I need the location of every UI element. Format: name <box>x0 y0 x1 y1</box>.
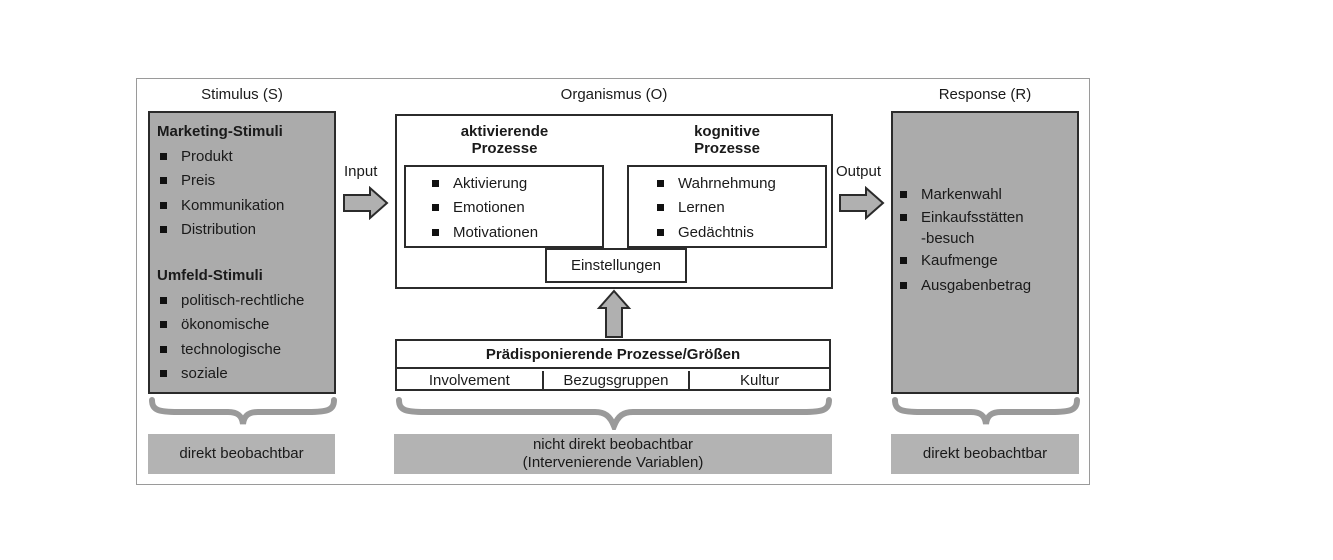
list-item: soziale <box>160 362 304 387</box>
output-arrow-icon <box>839 186 885 220</box>
aktivierende-box: Aktivierung Emotionen Motivationen <box>404 165 604 248</box>
list-item: technologische <box>160 337 304 362</box>
einstellungen-box: Einstellungen <box>545 248 687 283</box>
response-box: Markenwahl Einkaufsstätten-besuch Kaufme… <box>891 111 1079 394</box>
bullet-icon <box>900 257 907 265</box>
bullet-icon <box>160 345 167 353</box>
kognitive-box: Wahrnehmung Lernen Gedächtnis <box>627 165 827 248</box>
list-item: Emotionen <box>432 196 538 221</box>
list-item: Gedächtnis <box>657 220 776 245</box>
list-item: Preis <box>160 169 284 194</box>
praedisponierende-box: Prädisponierende Prozesse/Größen Involve… <box>395 339 831 391</box>
bullet-icon <box>160 152 167 160</box>
response-list: Markenwahl Einkaufsstätten-besuch Kaufme… <box>900 182 1031 298</box>
kognitive-list: Wahrnehmung Lernen Gedächtnis <box>657 171 776 245</box>
input-label: Input <box>344 163 378 180</box>
marketing-stimuli-title: Marketing-Stimuli <box>157 123 283 140</box>
bullet-icon <box>432 228 439 236</box>
aktivierende-list: Aktivierung Emotionen Motivationen <box>432 171 538 245</box>
response-header: Response (R) <box>938 86 1032 103</box>
list-item: politisch-rechtliche <box>160 288 304 313</box>
output-label: Output <box>836 163 882 180</box>
bullet-icon <box>432 179 439 187</box>
bullet-icon <box>160 201 167 209</box>
bullet-icon <box>657 204 664 212</box>
response-footer: direkt beobachtbar <box>891 434 1079 474</box>
praedisponierende-cells: Involvement Bezugsgruppen Kultur <box>397 371 829 389</box>
cell-bezugsgruppen: Bezugsgruppen <box>544 371 691 389</box>
bullet-icon <box>160 370 167 378</box>
bullet-icon <box>657 228 664 236</box>
list-item: Einkaufsstätten-besuch <box>900 207 1031 249</box>
bullet-icon <box>900 190 907 198</box>
list-item: ökonomische <box>160 313 304 338</box>
organismus-header: Organismus (O) <box>560 86 668 103</box>
stimulus-header: Stimulus (S) <box>201 86 283 103</box>
bullet-icon <box>900 213 907 221</box>
list-item: Produkt <box>160 144 284 169</box>
organismus-box: aktivierende Prozesse kognitive Prozesse… <box>395 114 833 289</box>
umfeld-stimuli-list: politisch-rechtliche ökonomische technol… <box>160 288 304 386</box>
list-item: Distribution <box>160 218 284 243</box>
umfeld-stimuli-title: Umfeld-Stimuli <box>157 267 263 284</box>
list-item: Ausgabenbetrag <box>900 273 1031 298</box>
cell-involvement: Involvement <box>397 371 544 389</box>
input-arrow-icon <box>343 186 389 220</box>
bullet-icon <box>657 179 664 187</box>
stimulus-footer: direkt beobachtbar <box>148 434 335 474</box>
list-item: Aktivierung <box>432 171 538 196</box>
bullet-icon <box>160 296 167 304</box>
list-item: Motivationen <box>432 220 538 245</box>
organismus-footer: nicht direkt beobachtbar (Intervenierend… <box>394 434 832 474</box>
list-item: Wahrnehmung <box>657 171 776 196</box>
aktivierende-title: aktivierende Prozesse <box>460 123 549 157</box>
bullet-icon <box>900 281 907 289</box>
list-item: Kaufmenge <box>900 249 1031 274</box>
cell-kultur: Kultur <box>740 371 780 389</box>
marketing-stimuli-list: Produkt Preis Kommunikation Distribution <box>160 144 284 242</box>
up-arrow-icon <box>596 289 632 338</box>
bullet-icon <box>160 177 167 185</box>
stimulus-box: Marketing-Stimuli Produkt Preis Kommunik… <box>148 111 336 394</box>
list-item: Lernen <box>657 196 776 221</box>
stimulus-brace-icon <box>149 397 337 425</box>
organismus-brace-icon <box>396 397 832 430</box>
response-brace-icon <box>892 397 1080 425</box>
list-item: Markenwahl <box>900 182 1031 207</box>
bullet-icon <box>432 204 439 212</box>
bullet-icon <box>160 321 167 329</box>
kognitive-title: kognitive Prozesse <box>694 123 760 157</box>
praedisponierende-title: Prädisponierende Prozesse/Größen <box>397 341 829 369</box>
bullet-icon <box>160 226 167 234</box>
list-item: Kommunikation <box>160 193 284 218</box>
